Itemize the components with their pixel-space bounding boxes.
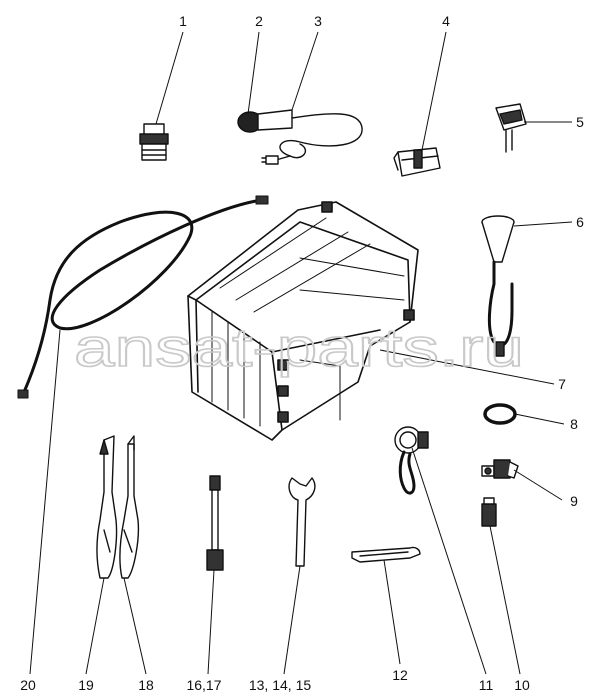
callout-10: 10 (514, 677, 530, 693)
leader-13 (283, 565, 301, 675)
leader-19 (85, 577, 105, 675)
callout-13-14-15: 13, 14, 15 (249, 677, 311, 693)
part-8-ring (483, 403, 517, 425)
callout-1: 1 (179, 13, 187, 29)
part-6-funnel-hose (481, 215, 515, 357)
part-13-15-spanner (288, 477, 316, 567)
part-10-plug (481, 497, 497, 527)
leader-6 (513, 221, 573, 227)
part-16-17-socket-wrench (206, 475, 224, 571)
callout-3: 3 (314, 13, 322, 29)
part-2-3-inspection-lamp (237, 109, 363, 165)
callout-4: 4 (442, 13, 450, 29)
leader-3 (291, 31, 319, 111)
callout-labels: 1 2 3 4 5 6 7 8 9 10 11 12 13, 14, 15 16… (20, 13, 584, 693)
callout-18: 18 (138, 677, 154, 693)
part-12-tyre-lever (351, 546, 421, 563)
leader-16 (207, 569, 215, 675)
leader-2 (247, 31, 260, 115)
callout-2: 2 (255, 13, 263, 29)
leader-20 (29, 329, 61, 675)
callout-9: 9 (570, 493, 578, 509)
leader-9 (513, 469, 563, 501)
part-20-hose (17, 195, 269, 399)
leader-12 (383, 559, 401, 665)
callout-12: 12 (392, 667, 408, 683)
leader-lines (29, 31, 573, 675)
part-9-valve (481, 459, 519, 479)
callout-8: 8 (570, 416, 578, 432)
part-18-19-screwdrivers (96, 435, 140, 579)
leader-4 (421, 31, 447, 151)
part-4-clip (393, 147, 441, 177)
leader-8 (514, 413, 565, 425)
part-5-connector (495, 103, 527, 153)
callout-16-17: 16,17 (186, 677, 221, 693)
callout-11: 11 (479, 677, 494, 693)
leader-1 (155, 31, 184, 125)
callout-5: 5 (576, 114, 584, 130)
leader-11 (411, 447, 487, 675)
part-11-pressure-gauge (394, 426, 429, 495)
callout-7: 7 (558, 376, 566, 392)
callout-6: 6 (576, 214, 584, 230)
watermark: ansat-parts.ru (74, 318, 524, 378)
leader-7 (379, 349, 555, 385)
leader-10 (489, 525, 521, 675)
part-7-tool-box (187, 201, 419, 441)
leader-18 (123, 577, 147, 675)
callout-19: 19 (78, 677, 94, 693)
callout-20: 20 (20, 677, 36, 693)
part-1-fitting (139, 123, 169, 161)
